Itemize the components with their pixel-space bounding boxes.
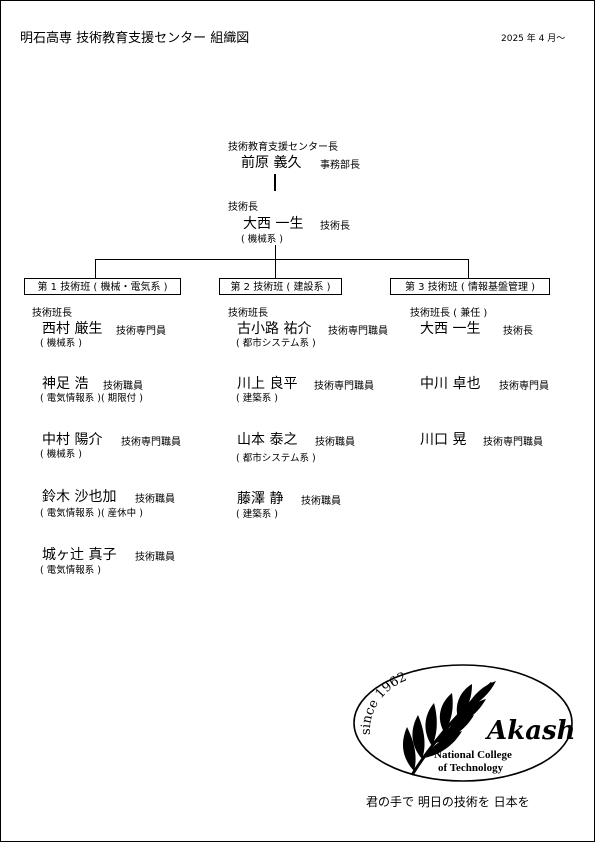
team1-leader-role: 技術班長 [32,308,72,319]
branch-line [95,259,469,260]
chief-dept: ( 機械系 ) [241,234,283,245]
member-name: 川口 晃 [420,432,467,448]
member-dept: ( 機械系 ) [40,449,82,460]
member-dept: ( 都市システム系 ) [236,338,316,349]
member-title: 技術職員 [135,494,175,505]
member-dept: ( 都市システム系 ) [236,453,316,464]
member-title: 技術専門職員 [328,326,388,337]
member-title: 技術職員 [135,552,175,563]
member-dept: ( 建築系 ) [236,509,278,520]
member-name: 中村 陽介 [42,432,103,448]
member-name: 大西 一生 [420,321,481,337]
logo-since-text: since 1962 [359,670,409,736]
member-name: 西村 厳生 [42,321,103,337]
chief-role: 技術長 [228,202,258,213]
trunk-line [275,245,276,259]
logo-line2-text: of Technology [438,762,504,774]
logo-name-text: Akashi [484,716,574,746]
member-dept: ( 建築系 ) [236,393,278,404]
director-name: 前原 義久 [241,155,302,171]
member-dept: ( 機械系 ) [40,338,82,349]
member-title: 技術専門職員 [121,437,181,448]
member-name: 山本 泰之 [237,432,298,448]
member-title: 技術専門職員 [314,381,374,392]
member-name: 城ヶ辻 真子 [42,547,117,563]
team3-box: 第 3 技術班 ( 情報基盤管理 ) [390,278,550,295]
member-name: 中川 卓也 [420,376,481,392]
director-connector [274,174,276,191]
member-dept: ( 電気情報系 )( 期限付 ) [40,393,143,404]
member-title: 技術職員 [103,381,143,392]
member-name: 古小路 祐介 [237,321,312,337]
leaf-emblem-icon [402,681,496,776]
member-name: 神足 浩 [42,376,89,392]
member-title: 技術専門員 [116,326,166,337]
college-logo: since 1962 Akashi National College of Te… [353,664,574,782]
chief-title: 技術長 [320,221,350,232]
team1-box: 第 1 技術班 ( 機械・電気系 ) [24,278,181,295]
member-title: 技術職員 [315,437,355,448]
member-title: 技術専門職員 [483,437,543,448]
logo-line1-text: National College [434,749,512,761]
director-title: 事務部長 [320,160,360,171]
team3-connector [468,259,469,278]
team1-connector [95,259,96,278]
director-role: 技術教育支援センター長 [228,142,338,153]
member-name: 藤澤 静 [237,491,284,507]
motto-text: 君の手で 明日の技術を 日本を [366,795,530,809]
member-title: 技術職員 [301,496,341,507]
member-title: 技術専門員 [499,381,549,392]
team2-connector [275,259,276,278]
page-title: 明石高専 技術教育支援センター 組織図 [20,31,250,46]
member-dept: ( 電気情報系 )( 産休中 ) [40,508,143,519]
member-name: 鈴木 沙也加 [42,489,117,505]
chief-name: 大西 一生 [243,216,304,232]
effective-date: 2025 年 4 月〜 [501,34,566,44]
member-name: 川上 良平 [237,376,298,392]
member-title: 技術長 [503,326,533,337]
team2-box: 第 2 技術班 ( 建設系 ) [219,278,342,295]
team3-leader-role: 技術班長 ( 兼任 ) [410,308,488,319]
team2-leader-role: 技術班長 [228,308,268,319]
member-dept: ( 電気情報系 ) [40,565,101,576]
